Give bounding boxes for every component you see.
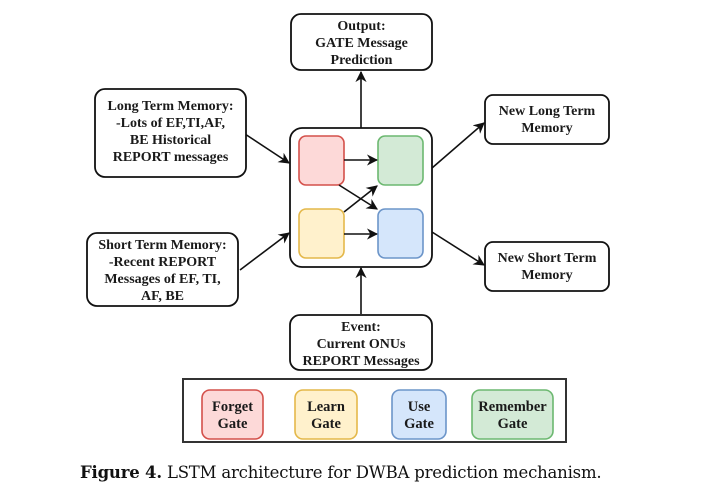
legend-label: Gate bbox=[218, 416, 248, 432]
short-term-memory-line: -Recent REPORT bbox=[109, 255, 217, 270]
legend-label: Forget bbox=[212, 399, 253, 415]
output-line: Output: bbox=[337, 19, 385, 34]
output-line: Prediction bbox=[331, 53, 393, 68]
legend-swatch-learn bbox=[294, 389, 358, 440]
event-line: REPORT Messages bbox=[302, 354, 420, 369]
use-gate bbox=[377, 208, 424, 259]
legend-label: Remember bbox=[478, 399, 547, 415]
new-long-term-memory-line: Memory bbox=[521, 121, 572, 136]
legend-swatch-remember bbox=[471, 389, 554, 440]
short-term-memory-node: Short Term Memory: -Recent REPORT Messag… bbox=[86, 232, 239, 307]
legend-item-remember: Remember Gate bbox=[471, 389, 554, 440]
new-long-term-memory-line: New Long Term bbox=[499, 104, 596, 119]
legend-label: Learn bbox=[307, 399, 345, 415]
output-node: Output: GATE Message Prediction bbox=[290, 13, 433, 71]
legend-label: Use bbox=[408, 399, 431, 415]
event-line: Event: bbox=[341, 320, 381, 335]
short-term-memory-line: Messages of EF, TI, bbox=[104, 272, 220, 287]
long-term-memory-line: REPORT messages bbox=[113, 150, 229, 165]
new-long-term-memory-node: New Long Term Memory bbox=[484, 94, 610, 145]
legend-swatch-use bbox=[391, 389, 447, 440]
remember-gate bbox=[377, 135, 424, 186]
legend-label: Gate bbox=[404, 416, 434, 432]
legend: Forget Gate Learn Gate Use Gate Remember… bbox=[182, 378, 567, 443]
lstm-cell bbox=[289, 127, 433, 268]
legend-item-forget: Forget Gate bbox=[201, 389, 264, 440]
figure-caption: Figure 4. LSTM architecture for DWBA pre… bbox=[80, 463, 602, 482]
caption-text: LSTM architecture for DWBA prediction me… bbox=[166, 463, 602, 482]
edge-short-term-to-cell bbox=[239, 232, 290, 271]
long-term-memory-line: BE Historical bbox=[130, 133, 211, 148]
learn-gate bbox=[298, 208, 345, 259]
legend-label: Gate bbox=[311, 416, 341, 432]
forget-gate bbox=[298, 135, 345, 186]
legend-label: Gate bbox=[498, 416, 528, 432]
edge-learn-to-remember bbox=[343, 185, 378, 213]
new-short-term-memory-node: New Short Term Memory bbox=[484, 241, 610, 292]
long-term-memory-line: Long Term Memory: bbox=[108, 99, 234, 114]
caption-label: Figure 4. bbox=[80, 463, 162, 482]
edge-forget-to-use bbox=[338, 184, 378, 210]
edge-long-term-to-cell bbox=[244, 133, 290, 164]
long-term-memory-line: -Lots of EF,TI,AF, bbox=[116, 116, 225, 131]
legend-swatch-forget bbox=[201, 389, 264, 440]
edge-cell-to-new-long bbox=[431, 122, 485, 169]
event-line: Current ONUs bbox=[317, 337, 406, 352]
long-term-memory-node: Long Term Memory: -Lots of EF,TI,AF, BE … bbox=[94, 88, 247, 178]
legend-item-learn: Learn Gate bbox=[294, 389, 358, 440]
output-line: GATE Message bbox=[315, 36, 408, 51]
edge-cell-to-new-short bbox=[431, 231, 485, 266]
new-short-term-memory-line: Memory bbox=[521, 268, 572, 283]
short-term-memory-line: Short Term Memory: bbox=[98, 238, 226, 253]
legend-item-use: Use Gate bbox=[391, 389, 447, 440]
short-term-memory-line: AF, BE bbox=[141, 289, 184, 304]
new-short-term-memory-line: New Short Term bbox=[498, 251, 597, 266]
event-node: Event: Current ONUs REPORT Messages bbox=[289, 314, 433, 371]
